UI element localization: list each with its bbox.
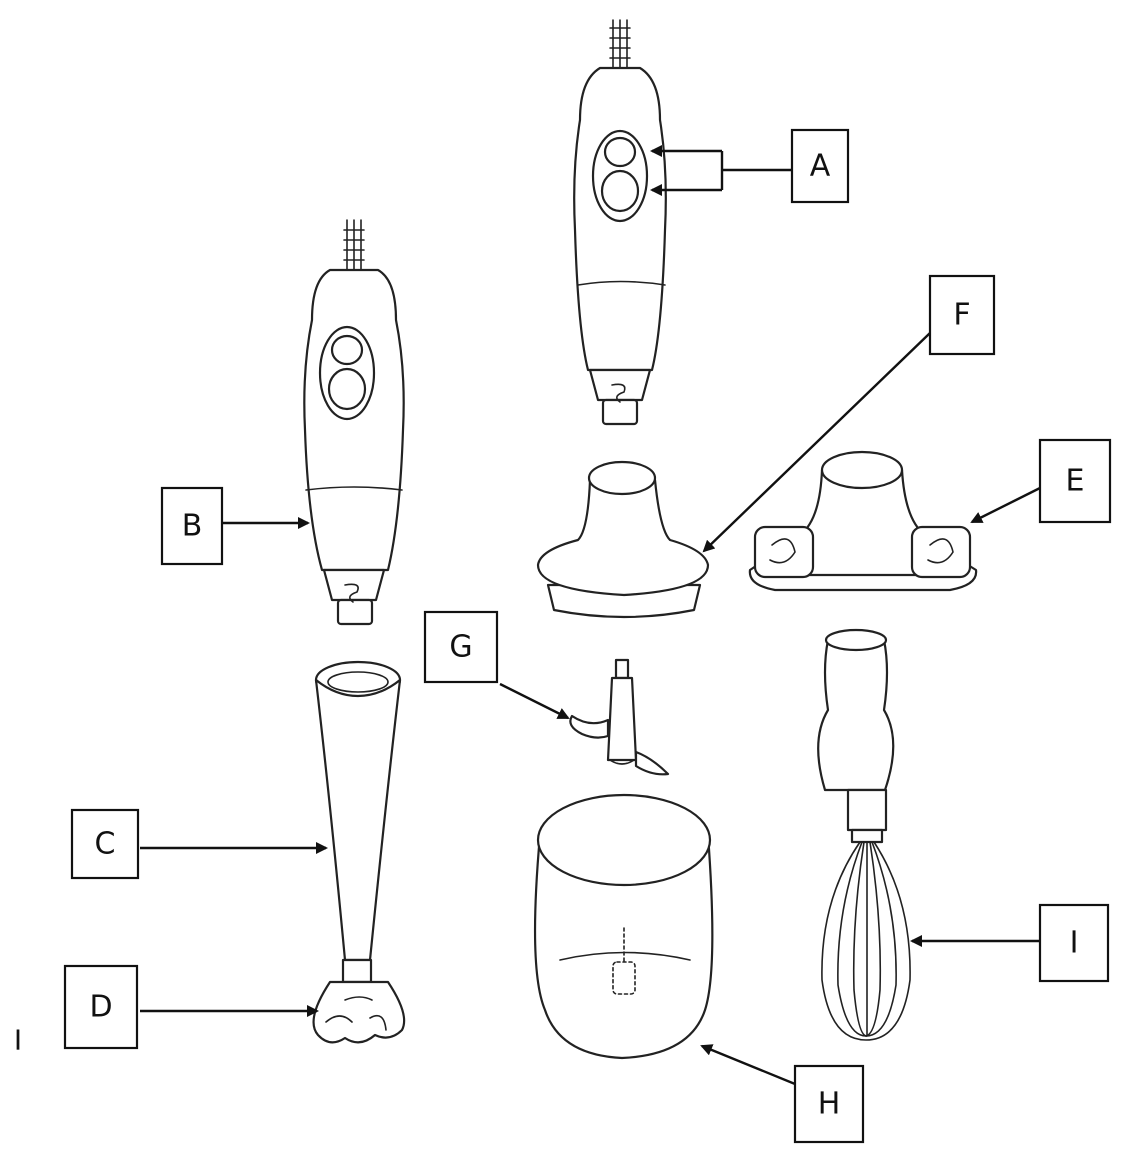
chopper-lid [536,460,710,619]
svg-text:B: B [182,509,203,544]
svg-text:G: G [449,630,472,665]
label-i: I [1038,903,1110,983]
leader-lines [140,145,1041,1086]
chopper-bowl [533,793,714,1060]
label-f: F [928,274,996,356]
label-e: E [1038,438,1112,524]
speed-button-1 [603,136,637,168]
label-c: C [70,808,140,880]
svg-text:C: C [95,827,116,862]
whisk [817,628,911,1041]
svg-text:I: I [1070,926,1079,961]
label-a: A [790,128,850,204]
svg-text:D: D [89,990,112,1025]
label-b: B [160,486,224,566]
speed-button-2 [327,367,367,411]
blender-shaft [314,660,402,984]
stray-mark: I [14,1024,22,1057]
chopper-blade [569,658,670,776]
speed-button-1 [330,334,364,366]
power-cord [346,219,362,271]
svg-text:F: F [953,298,970,333]
motor-unit-left [303,219,405,626]
label-h: H [793,1064,865,1144]
whisk-adapter [748,450,978,592]
blade-guard [312,980,406,1044]
svg-text:H: H [818,1087,841,1122]
motor-housing [303,268,405,572]
label-d: D [63,964,139,1050]
svg-text:A: A [810,149,831,184]
svg-text:E: E [1066,464,1085,499]
speed-button-2 [600,169,640,213]
label-g: G [423,610,499,684]
motor-unit-top [573,19,667,426]
